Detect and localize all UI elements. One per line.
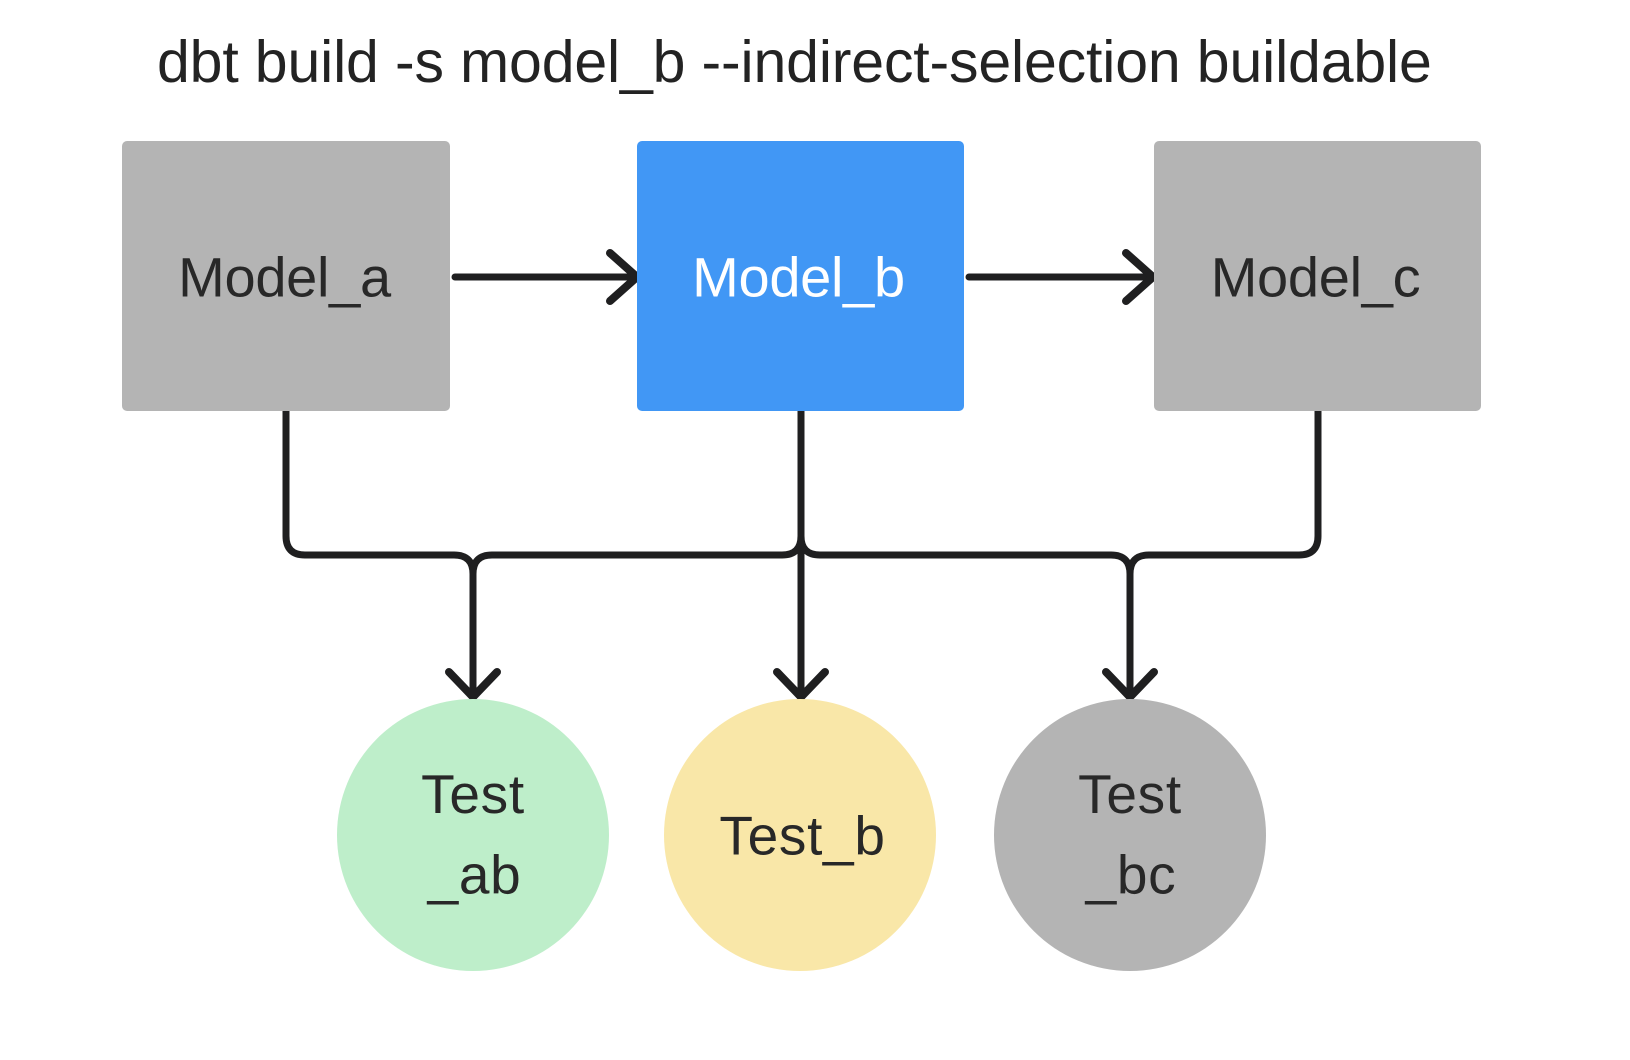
svg-text:_ab: _ab xyxy=(427,844,522,906)
svg-text:Model_a: Model_a xyxy=(178,246,392,309)
svg-text:Model_c: Model_c xyxy=(1211,246,1421,309)
svg-text:Test_b: Test_b xyxy=(719,805,885,867)
svg-text:Test: Test xyxy=(1078,763,1182,825)
svg-text:dbt build -s model_b --indirec: dbt build -s model_b --indirect-selectio… xyxy=(157,29,1432,95)
svg-text:Test: Test xyxy=(421,763,525,825)
svg-text:_bc: _bc xyxy=(1085,844,1177,906)
svg-text:Model_b: Model_b xyxy=(692,246,905,309)
